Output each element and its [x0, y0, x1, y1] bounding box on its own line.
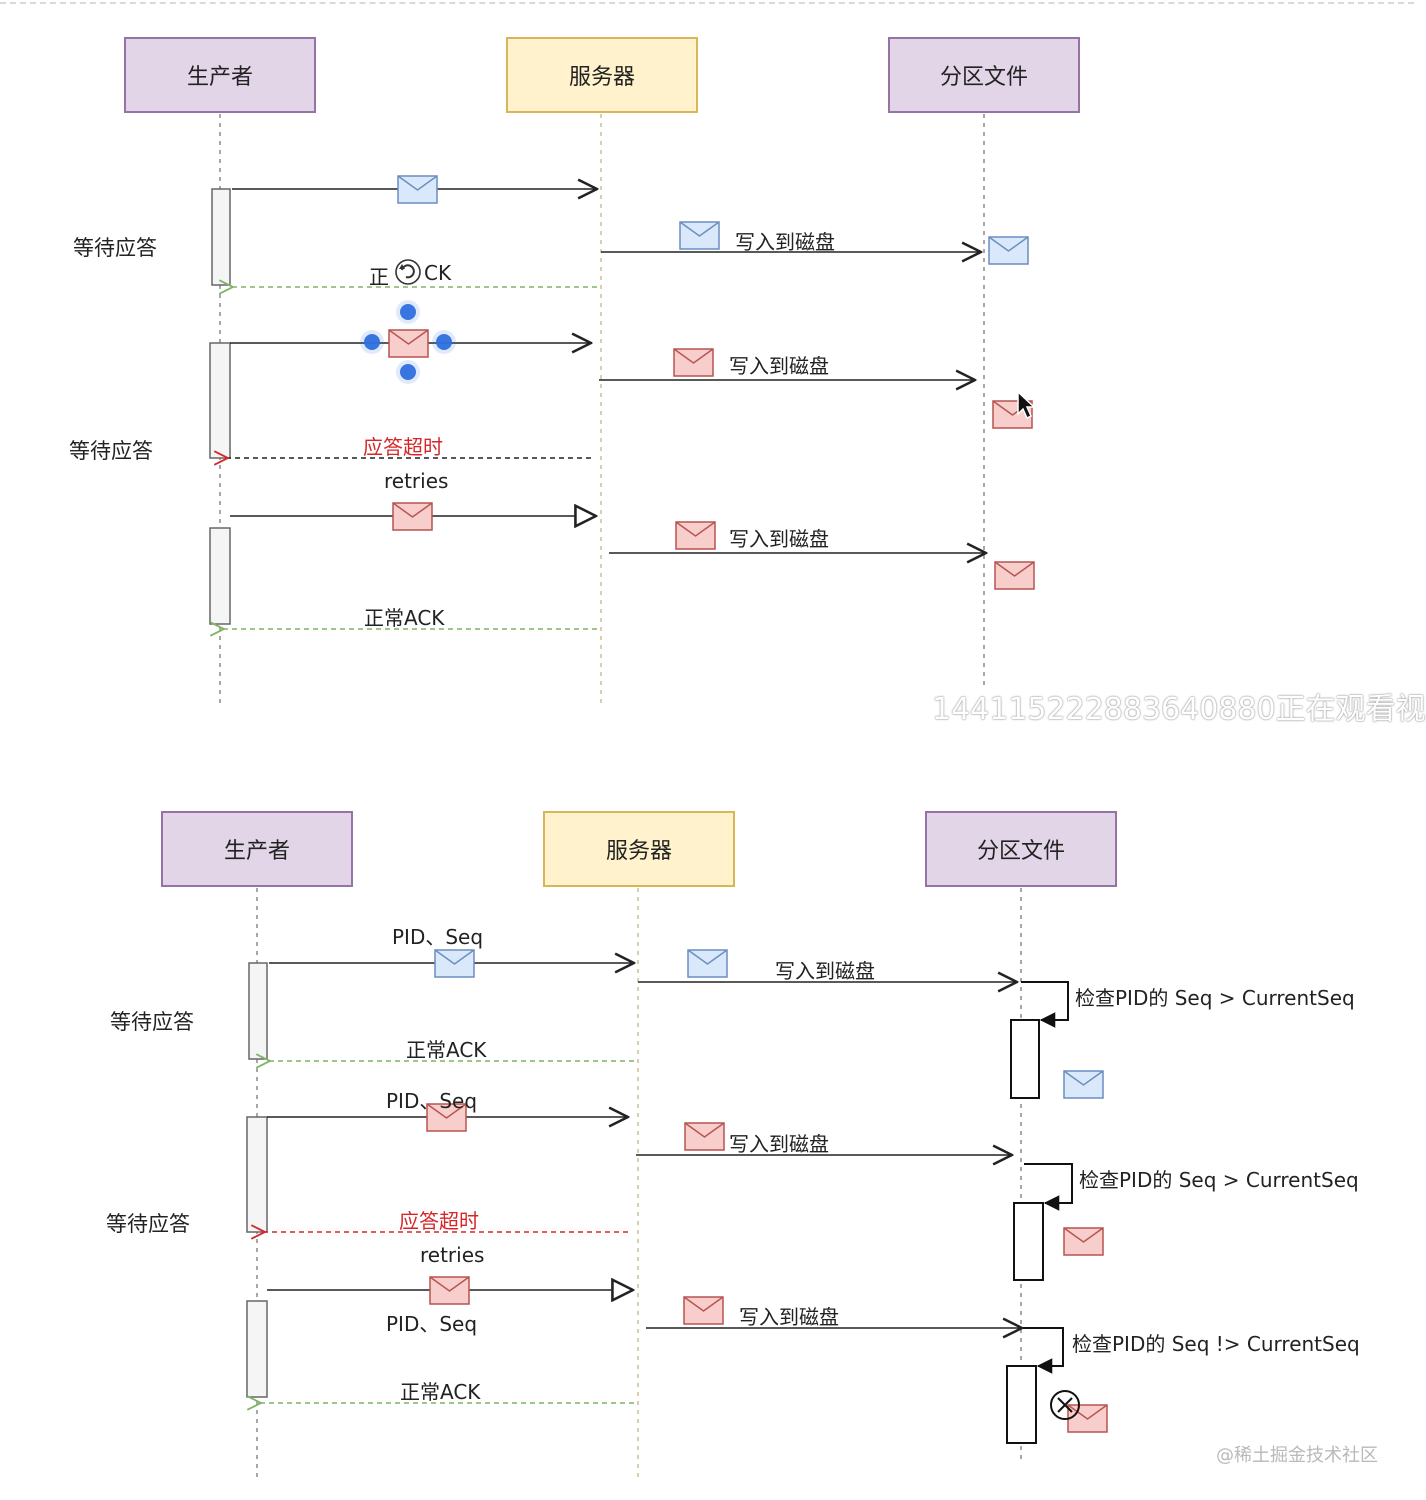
bottom-envelope-red-5-icon — [683, 1296, 724, 1325]
bottom-envelope-red-rejected-icon — [1067, 1404, 1108, 1433]
top-envelope-red-6-icon — [994, 561, 1035, 590]
bottom-envelope-red-1-icon — [426, 1103, 467, 1132]
juejin-credit: @稀土掘金技术社区 — [1216, 1445, 1378, 1466]
top-producer-label: 生产者 — [186, 65, 253, 90]
handle-top[interactable] — [400, 304, 416, 320]
top-write-label-1: 写入到磁盘 — [735, 230, 835, 254]
bottom-write-label-3: 写入到磁盘 — [739, 1305, 839, 1329]
top-envelope-red-2-icon — [673, 348, 714, 377]
top-activation-3 — [209, 527, 231, 625]
bottom-diagram — [246, 888, 1108, 1480]
bottom-server-label: 服务器 — [605, 839, 672, 864]
bottom-partition-activation-2 — [1013, 1202, 1044, 1281]
bottom-ack-label-2: 正常ACK — [400, 1380, 481, 1404]
top-activation-1 — [211, 188, 231, 286]
top-wait-label-2: 等待应答 — [69, 439, 153, 463]
top-envelope-blue-2-icon — [679, 221, 720, 250]
top-envelope-blue-1-icon — [397, 175, 438, 204]
top-server-box: 服务器 — [506, 37, 698, 113]
bottom-pid-seq-label-2: PID、Seq — [386, 1089, 478, 1113]
bottom-write-label-2: 写入到磁盘 — [729, 1132, 829, 1156]
bottom-partition-label: 分区文件 — [976, 839, 1065, 864]
top-activation-2 — [209, 342, 231, 459]
bottom-wait-label-1: 等待应答 — [110, 1010, 194, 1034]
handle-right[interactable] — [436, 334, 452, 350]
bottom-pid-seq-label-3: PID、Seq — [386, 1312, 478, 1336]
bottom-self-check-1 — [1021, 981, 1069, 1020]
bottom-check-label-3: 检查PID的 Seq !> CurrentSeq — [1072, 1332, 1360, 1356]
top-diagram — [209, 114, 1036, 706]
bottom-check-label-2: 检查PID的 Seq > CurrentSeq — [1079, 1168, 1359, 1192]
top-wait-label-1: 等待应答 — [73, 236, 157, 260]
top-partition-box: 分区文件 — [888, 37, 1080, 113]
bottom-envelope-blue-3-icon — [1063, 1070, 1104, 1099]
bottom-self-check-3 — [1021, 1327, 1064, 1366]
viewer-watermark: 1441152228836408​80正在观看视 — [932, 692, 1426, 727]
top-timeout-label: 应答超时 — [363, 435, 443, 459]
top-retries-label: retries — [384, 469, 449, 493]
top-producer-box: 生产者 — [124, 37, 316, 113]
bottom-wait-label-2: 等待应答 — [106, 1212, 190, 1236]
bottom-envelope-red-4-icon — [429, 1276, 470, 1305]
bottom-activation-2 — [246, 1116, 268, 1233]
bottom-producer-label: 生产者 — [223, 839, 290, 864]
top-ack-label-1-prefix: 正 — [369, 265, 389, 289]
top-write-label-3: 写入到磁盘 — [729, 527, 829, 551]
bottom-partition-activation-1 — [1010, 1019, 1040, 1099]
bottom-write-label-1: 写入到磁盘 — [775, 959, 875, 983]
bottom-pid-seq-label-1: PID、Seq — [392, 925, 484, 949]
bottom-envelope-red-3-icon — [1063, 1227, 1104, 1256]
handle-bottom[interactable] — [400, 364, 416, 380]
top-envelope-red-selected-icon[interactable] — [388, 329, 429, 358]
handle-left[interactable] — [364, 334, 380, 350]
bottom-partition-box: 分区文件 — [925, 811, 1117, 887]
top-envelope-blue-3-icon — [988, 236, 1029, 265]
bottom-self-check-2 — [1024, 1163, 1073, 1203]
bottom-timeout-label: 应答超时 — [399, 1209, 479, 1233]
top-ack-label-2: 正常ACK — [364, 606, 445, 630]
bottom-producer-box: 生产者 — [161, 811, 353, 887]
bottom-partition-activation-3 — [1006, 1365, 1037, 1444]
top-server-label: 服务器 — [568, 65, 635, 90]
top-envelope-red-5-icon — [675, 521, 716, 550]
top-dashed-border — [0, 2, 1414, 4]
bottom-envelope-blue-1-icon — [434, 949, 475, 978]
mouse-cursor-icon — [1017, 390, 1036, 420]
bottom-envelope-blue-2-icon — [687, 949, 728, 978]
top-write-label-2: 写入到磁盘 — [729, 354, 829, 378]
selection-handles[interactable] — [360, 300, 456, 384]
rotate-handle-icon[interactable] — [395, 259, 421, 285]
bottom-retries-label: retries — [420, 1243, 485, 1267]
bottom-server-box: 服务器 — [543, 811, 735, 887]
bottom-ack-label-1: 正常ACK — [406, 1038, 487, 1062]
reject-x-icon — [1050, 1390, 1080, 1420]
top-partition-label: 分区文件 — [939, 65, 1028, 90]
bottom-check-label-1: 检查PID的 Seq > CurrentSeq — [1075, 986, 1355, 1010]
bottom-envelope-red-2-icon — [684, 1122, 725, 1151]
top-envelope-red-4-icon — [392, 502, 433, 531]
bottom-activation-1 — [248, 962, 268, 1060]
bottom-activation-3 — [246, 1300, 268, 1398]
top-ack-label-1-suffix: CK — [424, 261, 452, 285]
